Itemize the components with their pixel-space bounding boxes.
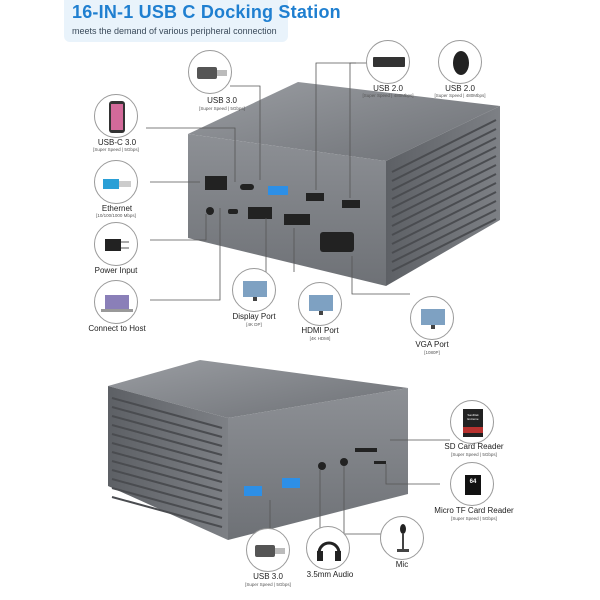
displayport-icon-circle (232, 268, 276, 312)
tf-slot (374, 461, 386, 464)
micro-sd-icon (465, 475, 481, 495)
hdmi-port (284, 214, 310, 225)
tf-icon-circle: 64 (450, 462, 494, 506)
laptop-icon (101, 295, 133, 312)
usb2-port-1 (306, 193, 324, 201)
microphone-icon (397, 524, 409, 552)
sd-card-icon (463, 409, 483, 437)
audio-icon-circle (306, 526, 350, 570)
ethernet-icon-circle (94, 160, 138, 204)
usb2-keyboard-icon-circle (366, 40, 410, 84)
bottom-dock (108, 360, 408, 540)
power-label: Power Input (94, 266, 138, 275)
usb3-top-label: USB 3.0 (207, 96, 237, 105)
ethernet-port (205, 176, 227, 190)
usb-cable-icon (197, 67, 227, 79)
sd-card-text: SanDisk Extreme (467, 413, 479, 421)
mouse-icon (453, 51, 469, 75)
sd-sub: [Super Speed | 5Gbps] (451, 452, 497, 457)
monitor-icon (243, 281, 267, 301)
ethernet-cable-icon (103, 179, 131, 189)
usbc-port-2 (228, 209, 238, 214)
audio-label: 3.5mm Audio (306, 570, 354, 579)
audio-jack (318, 462, 326, 470)
usb3-top-icon-circle (188, 50, 232, 94)
vga-sub: [1080P] (424, 350, 440, 355)
host-icon-circle (94, 280, 138, 324)
mic-label: Mic (395, 560, 409, 569)
vga-port (320, 232, 354, 252)
usb2-port-2 (342, 200, 360, 208)
vga-label: VGA Port (415, 340, 449, 349)
usb3-top-sub: [Super Speed | 5Gbps] (199, 106, 245, 111)
tf-sub: [Super Speed | 5Gbps] (451, 516, 497, 521)
displayport-port (248, 207, 272, 219)
usb2-mouse-label: USB 2.0 (445, 84, 475, 93)
tf-label: Micro TF Card Reader (434, 506, 514, 515)
title-banner (64, 0, 288, 42)
hdmi-label: HDMI Port (301, 326, 339, 335)
power-icon-circle (94, 222, 138, 266)
displayport-label: Display Port (232, 312, 276, 321)
usb2-keyboard-sub: [Super Speed | 480Mbps] (362, 93, 414, 98)
usb3-port-top (268, 186, 288, 195)
displayport-sub: [4K DP] (246, 322, 262, 327)
ethernet-sub: [10/100/1000 Mbps] (96, 213, 136, 218)
usb3-bottom-label: USB 3.0 (253, 572, 283, 581)
usb2-mouse-icon-circle (438, 40, 482, 84)
hdmi-sub: [4K HDMI] (309, 336, 331, 341)
sd-slot (355, 448, 377, 452)
keyboard-icon (373, 57, 405, 67)
usb3-bottom-sub: [Super Speed | 5Gbps] (245, 582, 291, 587)
usb2-keyboard-label: USB 2.0 (373, 84, 403, 93)
page-title: 16-IN-1 USB C Docking Station (72, 2, 341, 22)
usbc-port-1 (240, 184, 254, 190)
tf-card-text: 64 (469, 479, 477, 485)
power-plug-icon (105, 239, 129, 251)
sd-icon-circle: SanDisk Extreme (450, 400, 494, 444)
usb3-port-bottom-1 (244, 486, 262, 496)
ethernet-label: Ethernet (101, 204, 133, 213)
mic-jack (340, 458, 348, 466)
usbc-label: USB-C 3.0 (97, 138, 137, 147)
host-label: Connect to Host (88, 324, 146, 333)
vga-icon-circle (410, 296, 454, 340)
usb2-mouse-sub: [Super Speed | 480Mbps] (434, 93, 486, 98)
usbc-icon-circle (94, 94, 138, 138)
monitor-icon (421, 309, 445, 329)
usbc-sub: [Super Speed | 5Gbps] (93, 147, 139, 152)
power-jack (206, 207, 214, 215)
hdmi-icon-circle (298, 282, 342, 326)
page-subtitle: meets the demand of various peripheral c… (72, 26, 277, 36)
headphones-icon (317, 541, 341, 561)
top-dock (188, 82, 500, 286)
usb3-bottom-icon-circle (246, 528, 290, 572)
sd-label: SD Card Reader (444, 442, 504, 451)
mic-icon-circle (380, 516, 424, 560)
usb3-port-bottom-2 (282, 478, 300, 488)
usb-cable-icon (255, 545, 285, 557)
phone-icon (109, 101, 125, 133)
monitor-icon (309, 295, 333, 315)
